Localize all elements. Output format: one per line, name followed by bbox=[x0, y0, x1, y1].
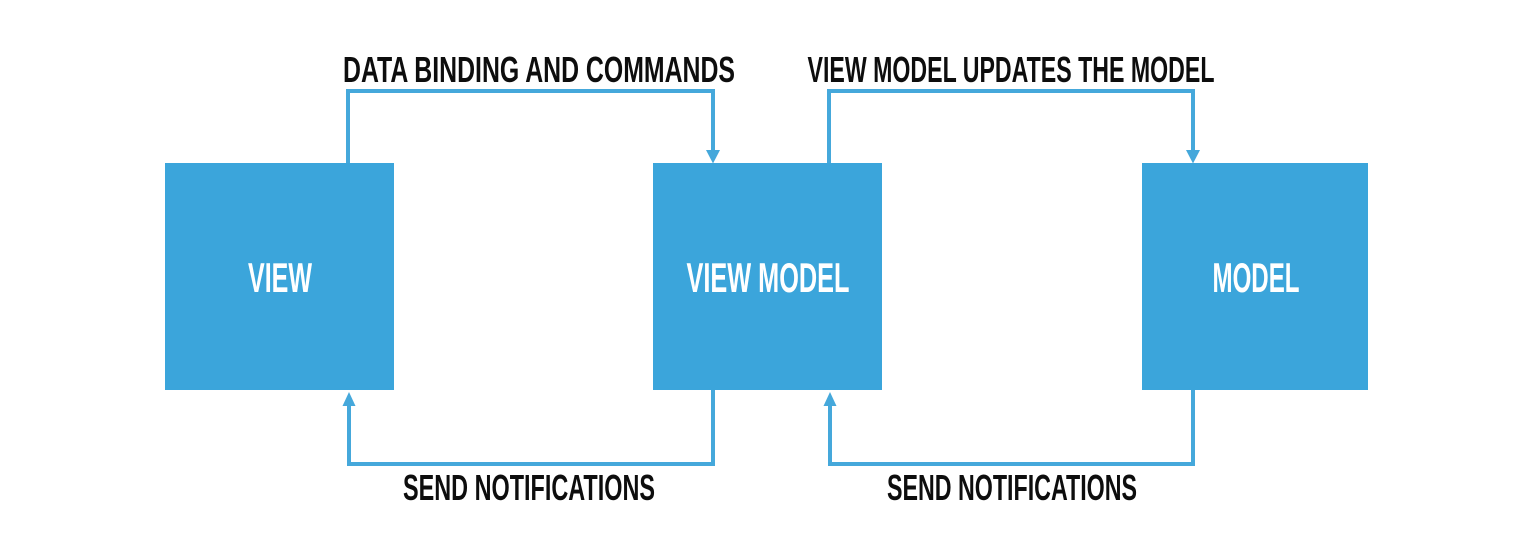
view-box bbox=[165, 163, 394, 390]
label-data-binding-and-commands: DATA BINDING AND COMMANDS bbox=[343, 49, 735, 90]
label-send-notifications-right: SEND NOTIFICATIONS bbox=[887, 467, 1137, 508]
arrowhead-down-icon bbox=[1186, 150, 1200, 164]
label-send-notifications-left: SEND NOTIFICATIONS bbox=[403, 467, 655, 508]
label-view-model-updates-model: VIEW MODEL UPDATES THE MODEL bbox=[808, 49, 1215, 90]
arrow-send-notifications-right bbox=[828, 388, 1195, 466]
arrow-send-notifications-left bbox=[347, 388, 715, 466]
arrowhead-up-icon bbox=[342, 392, 356, 406]
arrowhead-up-icon bbox=[823, 392, 837, 406]
view-model-box bbox=[653, 163, 882, 390]
view-model-box-label: VIEW MODEL bbox=[687, 254, 850, 301]
arrow-data-binding-and-commands bbox=[346, 89, 715, 165]
model-box bbox=[1142, 163, 1368, 390]
view-box-label: VIEW bbox=[248, 254, 312, 301]
arrow-view-model-updates-model bbox=[827, 89, 1195, 165]
model-box-label: MODEL bbox=[1213, 254, 1300, 301]
arrowhead-down-icon bbox=[706, 150, 720, 164]
